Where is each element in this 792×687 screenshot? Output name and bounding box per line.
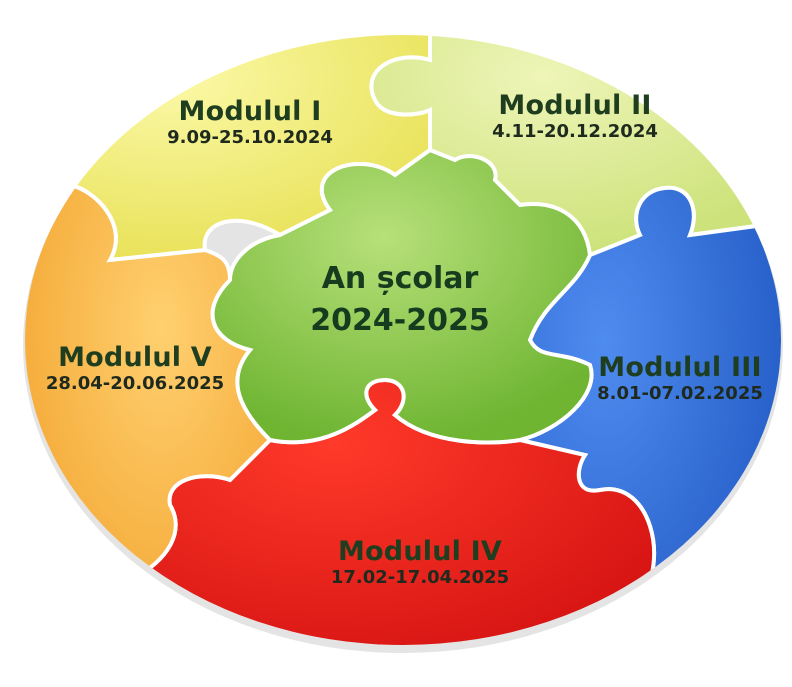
module-1-dates: 9.09-25.10.2024 xyxy=(167,127,333,148)
module-2-title: Modulul II xyxy=(498,90,652,121)
module-5-title: Modulul V xyxy=(58,342,212,373)
center-label: An școlar 2024-2025 xyxy=(300,258,500,342)
center-piece xyxy=(210,147,594,445)
module-2-label: Modulul II 4.11-20.12.2024 xyxy=(470,90,680,142)
center-title: An școlar xyxy=(321,261,479,296)
center-year: 2024-2025 xyxy=(310,303,490,338)
module-1-label: Modulul I 9.09-25.10.2024 xyxy=(150,96,350,148)
module-5-label: Modulul V 28.04-20.06.2025 xyxy=(20,342,250,394)
module-3-dates: 8.01-07.02.2025 xyxy=(597,383,763,404)
module-5-dates: 28.04-20.06.2025 xyxy=(45,373,225,394)
module-3-label: Modulul III 8.01-07.02.2025 xyxy=(575,352,785,404)
module-2-dates: 4.11-20.12.2024 xyxy=(492,121,658,142)
module-3-title: Modulul III xyxy=(598,352,762,383)
module-4-dates: 17.02-17.04.2025 xyxy=(330,567,510,588)
module-4-label: Modulul IV 17.02-17.04.2025 xyxy=(300,536,540,588)
module-1-title: Modulul I xyxy=(178,96,322,127)
module-4-title: Modulul IV xyxy=(337,536,503,567)
